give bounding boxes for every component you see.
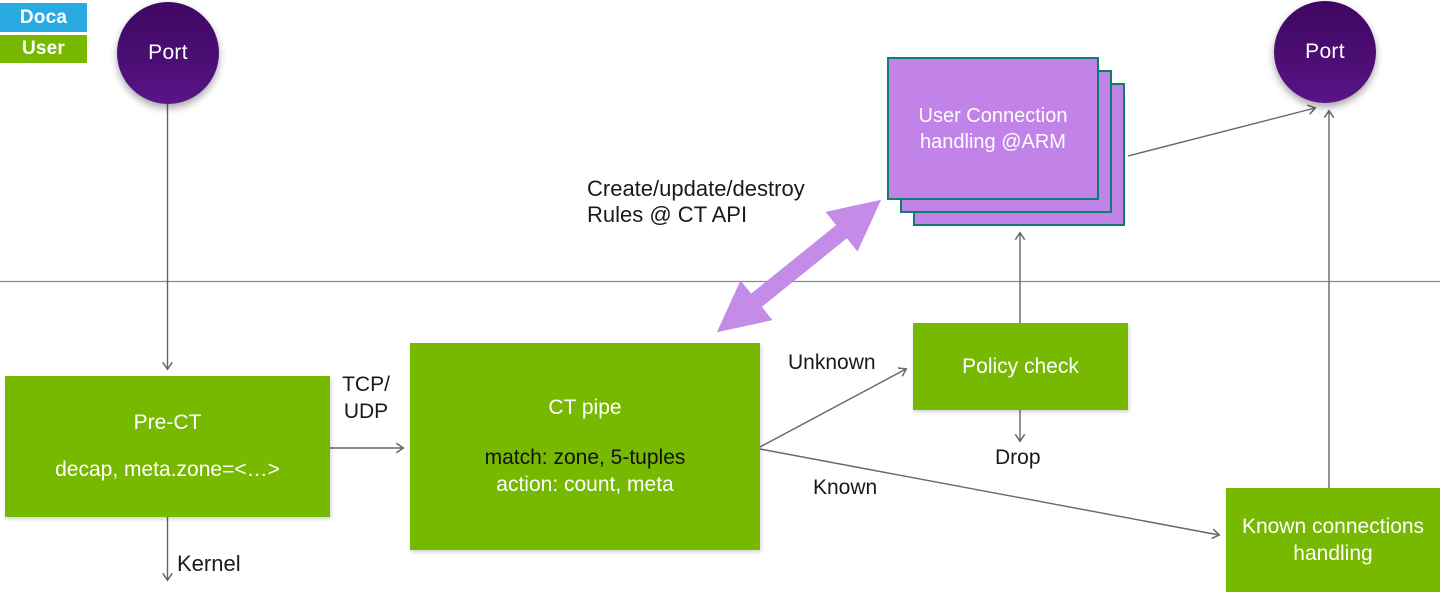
arrow-ctpipe-to-known-handling: [759, 448, 1219, 535]
user-connection-handling-label: User Connection handling @ARM: [918, 104, 1068, 153]
port-left-node: Port: [117, 2, 219, 104]
ct-pipe-action-line: action: count, meta: [496, 472, 674, 496]
legend-doca-label: Doca: [19, 6, 68, 28]
ct-pipe-title: CT pipe: [548, 395, 622, 419]
legend-user: User: [0, 35, 87, 63]
known-connections-handling-label: Known connections handling: [1241, 515, 1425, 565]
tcp-udp-line1: TCP/: [342, 373, 390, 396]
drop-label: Drop: [995, 446, 1041, 469]
policy-check-node: Policy check: [913, 323, 1128, 410]
pre-ct-title: Pre-CT: [133, 411, 202, 434]
ct-pipe-node: CT pipe match: zone, 5-tuples action: co…: [410, 343, 760, 550]
tcp-udp-line2: UDP: [343, 400, 389, 423]
pre-ct-node: Pre-CT decap, meta.zone=<…>: [5, 376, 330, 517]
create-rules-line2: Rules @ CT API: [587, 202, 748, 227]
legend-doca: Doca: [0, 3, 87, 32]
known-connections-handling-node: Known connections handling: [1226, 488, 1440, 592]
tcp-udp-label: TCP/ UDP: [334, 371, 398, 425]
kernel-label: Kernel: [177, 551, 241, 576]
arrow-ctpipe-to-policy-unknown: [759, 369, 906, 448]
create-rules-line1: Create/update/destroy: [587, 176, 805, 201]
unknown-edge-label: Unknown: [788, 351, 876, 374]
known-edge-label: Known: [813, 476, 878, 499]
legend-user-label: User: [21, 38, 66, 59]
arrow-stack-to-portright: [1127, 108, 1315, 157]
port-right-label: Port: [1305, 40, 1345, 63]
port-right-node: Port: [1274, 1, 1376, 103]
ct-api-double-arrow: [716, 199, 882, 333]
pre-ct-action: decap, meta.zone=<…>: [55, 458, 280, 481]
user-connection-handling-node: User Connection handling @ARM: [887, 57, 1099, 200]
create-rules-annotation: Create/update/destroy Rules @ CT API: [587, 176, 805, 228]
policy-check-label: Policy check: [962, 354, 1079, 378]
ct-pipe-match-line: match: zone, 5-tuples: [484, 445, 686, 469]
port-left-label: Port: [148, 41, 188, 64]
